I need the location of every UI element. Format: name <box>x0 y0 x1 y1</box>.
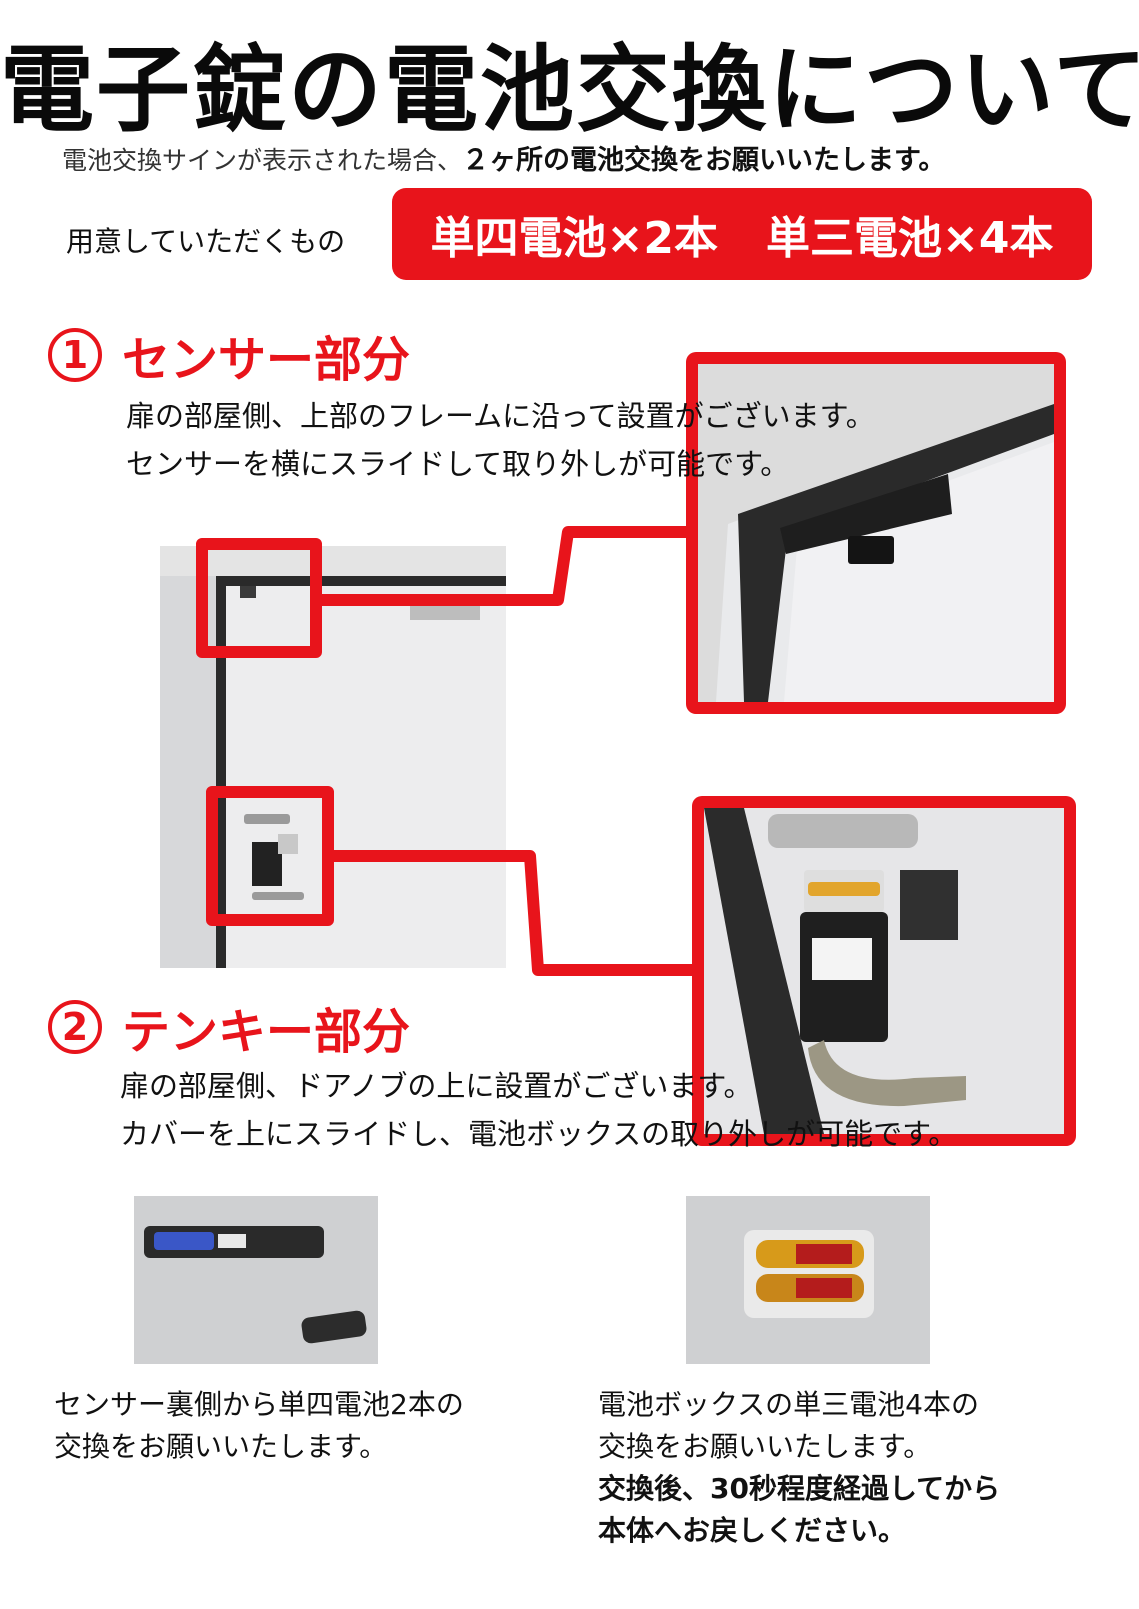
section1-line1: 扉の部屋側、上部のフレームに沿って設置がございます。 <box>126 399 875 433</box>
sensor-highlight-frame <box>196 538 322 658</box>
sensor-closeup-image <box>698 364 1054 702</box>
needs-box: 単四電池×2本 単三電池×4本 <box>392 188 1092 280</box>
caption-right-bold1: 交換後、30秒程度経過してから <box>598 1472 1001 1505</box>
caption-right-line2: 交換をお願いいたします。 <box>598 1430 932 1463</box>
sensor-battery-photo <box>134 1196 378 1364</box>
section1-number: 1 <box>48 328 102 382</box>
intro-emphasis: ２ヶ所の電池交換をお願いいたします。 <box>462 145 946 176</box>
sensor-closeup-photo <box>686 352 1066 714</box>
box-battery-image <box>686 1196 930 1364</box>
needs-item-aaa: 単四電池×2本 <box>430 213 718 264</box>
page-title: 電子錠の電池交換について <box>0 36 1139 145</box>
section1-body: 扉の部屋側、上部のフレームに沿って設置がございます。 センサーを横にスライドして… <box>126 392 875 488</box>
caption-left-line2: 交換をお願いいたします。 <box>54 1430 388 1463</box>
section2-body: 扉の部屋側、ドアノブの上に設置がございます。 カバーを上にスライドし、電池ボック… <box>120 1062 957 1158</box>
keypad-highlight-frame <box>206 786 334 926</box>
caption-right-bold2: 本体へお戻しください。 <box>598 1514 907 1547</box>
caption-right-line1: 電池ボックスの単三電池4本の <box>598 1388 979 1421</box>
needs-item-aa: 単三電池×4本 <box>766 213 1054 264</box>
section1-line2: センサーを横にスライドして取り外しが可能です。 <box>126 447 790 481</box>
keypad-closeup-image <box>704 808 1064 1134</box>
box-battery-photo <box>686 1196 930 1364</box>
section1-title: センサー部分 <box>122 332 411 388</box>
needs-label: 用意していただくもの <box>66 225 346 258</box>
section1-heading: 1 センサー部分 <box>48 320 410 390</box>
intro-text: 電池交換サインが表示された場合、２ヶ所の電池交換をお願いいたします。 <box>62 138 945 177</box>
caption-left-line1: センサー裏側から単四電池2本の <box>54 1388 464 1421</box>
section2-number: 2 <box>48 1000 102 1054</box>
section2-line1: 扉の部屋側、ドアノブの上に設置がございます。 <box>120 1069 753 1103</box>
caption-right: 電池ボックスの単三電池4本の 交換をお願いいたします。 交換後、30秒程度経過し… <box>598 1384 1000 1552</box>
keypad-closeup-photo <box>692 796 1076 1146</box>
sensor-battery-image <box>134 1196 378 1364</box>
section2-title: テンキー部分 <box>122 1004 411 1060</box>
section2-line2: カバーを上にスライドし、電池ボックスの取り外しが可能です。 <box>120 1117 958 1151</box>
caption-left: センサー裏側から単四電池2本の 交換をお願いいたします。 <box>54 1384 464 1468</box>
section2-heading: 2 テンキー部分 <box>48 992 410 1062</box>
intro-prefix: 電池交換サインが表示された場合、 <box>62 146 463 175</box>
